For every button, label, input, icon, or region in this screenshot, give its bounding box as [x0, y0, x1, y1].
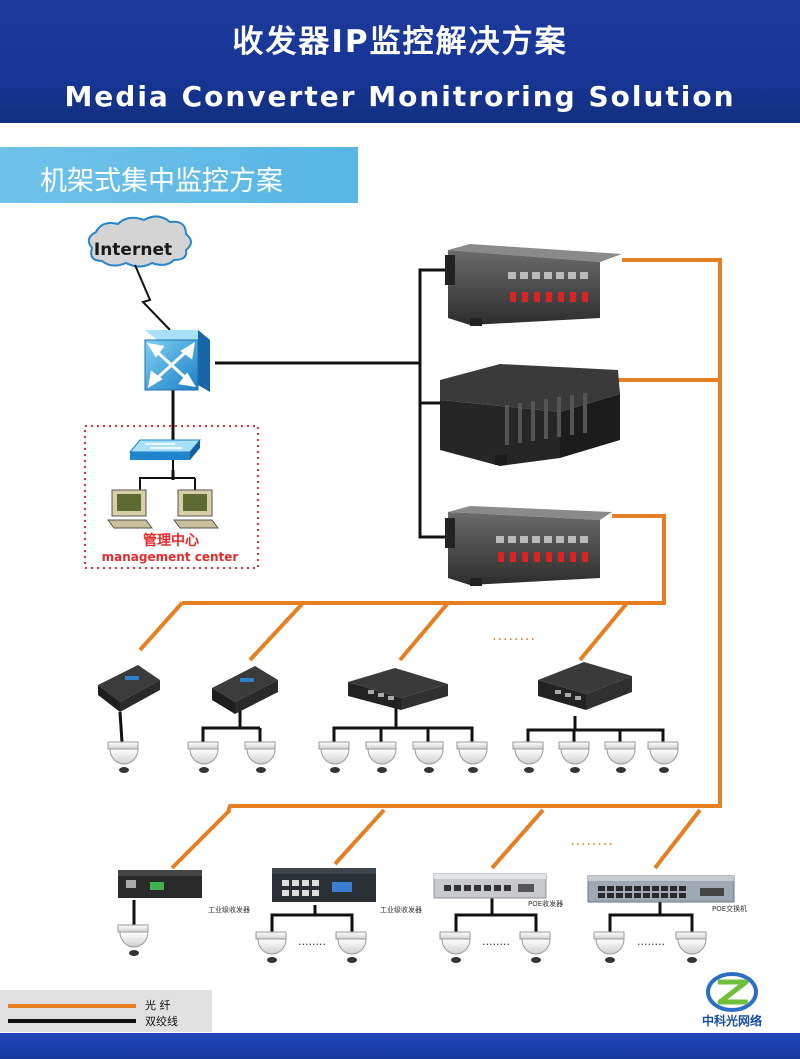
computer-icon-1	[107, 489, 153, 529]
industrial-converter-2	[272, 868, 376, 902]
internet-cloud	[87, 215, 192, 268]
media-converter-1	[98, 665, 160, 712]
dome-camera-icon	[647, 741, 679, 773]
dome-camera-icon	[117, 924, 149, 956]
ellipsis-row2: ........	[570, 833, 614, 849]
dome-camera-icon	[107, 741, 139, 773]
dome-camera-icon	[244, 741, 276, 773]
fiber-lines	[138, 258, 722, 870]
dome-camera-icon	[318, 741, 350, 773]
rack-chassis-1	[445, 244, 622, 326]
company-logo: 中科光网络	[690, 968, 774, 1030]
poe-switch	[587, 875, 735, 903]
dome-camera-icon	[675, 931, 707, 963]
management-label-cn: 管理中心	[143, 532, 199, 549]
dome-camera-icon	[456, 741, 488, 773]
dome-camera-icon	[412, 741, 444, 773]
dome-camera-icon	[604, 741, 636, 773]
dome-camera-icon	[335, 931, 367, 963]
rack-chassis-3	[445, 506, 612, 586]
header-banner: 收发器IP监控解决方案 Media Converter Monitroring …	[0, 0, 800, 123]
title-english: Media Converter Monitroring Solution	[64, 80, 736, 113]
dome-camera-icon	[365, 741, 397, 773]
poe-switch-label: POE交换机	[712, 904, 747, 913]
ellipsis-cameras-3: ........	[637, 935, 665, 948]
poe-converter	[433, 873, 547, 899]
dome-camera-icon	[558, 741, 590, 773]
management-label-en: management center	[102, 550, 239, 564]
wan-link	[134, 264, 171, 331]
dome-camera-icon	[187, 741, 219, 773]
legend: 光 纤 双绞线	[0, 990, 212, 1032]
section-header: 机架式集中监控方案	[0, 147, 358, 203]
lan-switch-icon	[128, 439, 202, 460]
poe-converter-label: POE收发器	[528, 899, 563, 908]
router-icon	[144, 330, 210, 392]
section-title: 机架式集中监控方案	[40, 166, 283, 197]
media-converter-2	[212, 666, 278, 714]
legend-fiber-swatch	[8, 1004, 136, 1008]
ellipsis-row1: ........	[492, 628, 536, 644]
ellipsis-cameras-2: ........	[482, 935, 510, 948]
fiber-switch-4port-1	[348, 668, 448, 710]
dome-camera-icon	[255, 931, 287, 963]
fiber-switch-4port-2	[538, 662, 632, 710]
internet-label: Internet	[94, 240, 172, 260]
dome-camera-icon	[512, 741, 544, 773]
logo-text: 中科光网络	[701, 1014, 762, 1028]
dome-camera-icon	[593, 931, 625, 963]
twisted-pair-lines	[118, 268, 694, 932]
industrial-converter-1	[118, 870, 202, 898]
dome-camera-icon	[519, 931, 551, 963]
dome-camera-icon	[439, 931, 471, 963]
footer-bar	[0, 1033, 800, 1059]
management-center-box	[84, 425, 259, 569]
computer-icon-2	[173, 489, 219, 529]
title-chinese: 收发器IP监控解决方案	[232, 24, 568, 60]
rack-chassis-2	[440, 364, 620, 466]
legend-twisted-pair-swatch	[8, 1019, 136, 1023]
legend-fiber-label: 光 纤	[145, 999, 171, 1012]
industrial-converter-label-2: 工业级收发器	[380, 905, 422, 914]
legend-twisted-pair-label: 双绞线	[145, 1015, 178, 1028]
ellipsis-cameras-1: ........	[298, 935, 326, 948]
logo-mark-icon	[706, 972, 758, 1012]
cameras	[107, 741, 707, 963]
industrial-converter-label-1: 工业级收发器	[208, 905, 250, 914]
